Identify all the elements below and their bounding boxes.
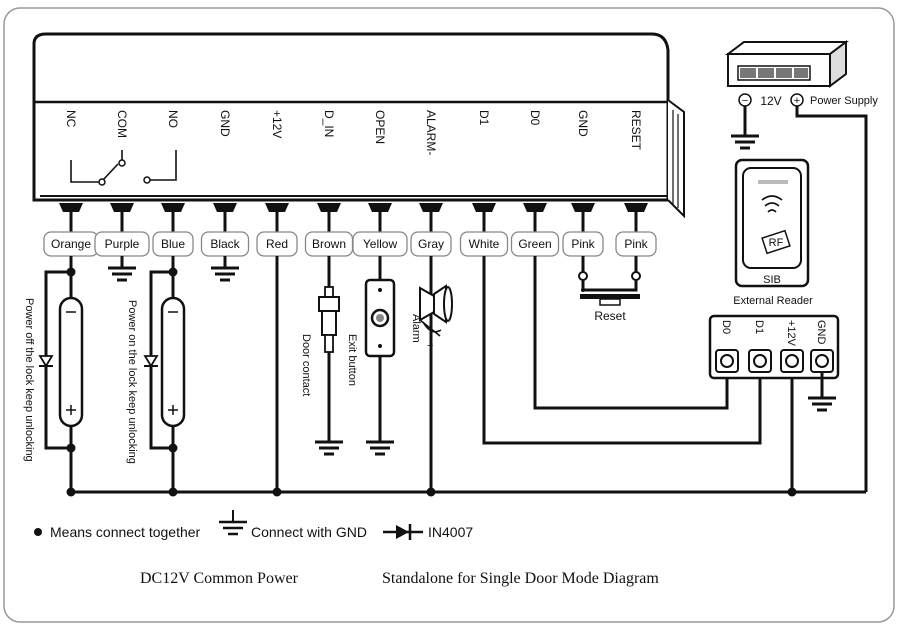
legend-gnd-text: Connect with GND [251,524,367,540]
terminal-label: D1 [477,110,491,126]
reader-name: SIB [763,274,781,286]
exit-button-symbol [364,278,396,358]
terminal-label: GND [218,110,232,137]
wire-color-label: Green [518,237,551,251]
lock-nc-note: Power off the lock keep unlocking [23,298,35,462]
ground-symbol [211,256,239,282]
legend-diode-text: IN4007 [428,524,473,540]
reset-label: Reset [594,309,626,323]
wire-color-label: Orange [51,237,91,251]
diagram-frame [3,7,895,623]
terminal-tab [213,203,237,212]
terminal-tab [523,203,547,212]
reader-connector: D0 D1 +12V GND [708,314,840,386]
ps-minus: − [742,95,748,107]
door-contact-label: Door contact [300,334,312,396]
wire-color-label: Gray [418,237,444,251]
lock-no [143,270,186,450]
legend-dot-text: Means connect together [50,524,201,540]
terminal-label: D_IN [322,110,336,137]
ps-plus: + [794,95,800,107]
ps-label: Power Supply [810,95,878,107]
ground-symbols [108,124,836,456]
reset-button-symbol [578,271,641,306]
terminal-label: NO [166,110,180,128]
terminal-tab [472,203,496,212]
alarm-symbol [419,256,453,492]
reader-pin-label: D0 [720,320,732,334]
ground-symbol [108,256,136,282]
reader-pin-label: GND [815,320,827,345]
wire-color-label: White [469,237,500,251]
terminal-label: ALARM- [424,110,438,155]
external-reader [734,158,810,288]
terminal-tab [368,203,392,212]
wire-color-label: Red [266,237,288,251]
reader-pin-screw [753,354,767,368]
reader-card: RF [769,237,784,249]
relay-contact-symbols [70,150,177,186]
terminal-label: OPEN [373,110,387,144]
terminal-tab [110,203,134,212]
wire-color-label: Yellow [363,237,398,251]
power-supply [725,40,849,124]
reader-pin-screw [720,354,734,368]
wire-color-label: Brown [312,237,346,251]
terminal-label: RESET [629,110,643,151]
lock-no-note: Power on the lock keep unlocking [126,300,138,464]
terminal-labels: NC COM NO GND +12V D_IN OPEN ALARM- D1 D0 GND RESET [64,110,643,155]
alarm-label: Alarm [410,314,422,343]
reader-pin-label: D1 [753,320,765,334]
wiring [69,100,868,494]
alarm-plus: + [427,340,433,352]
ground-symbol [315,430,343,456]
terminal-label: NC [64,110,78,128]
ground-symbol [366,430,394,456]
controller-body [32,32,685,219]
footer-right: Standalone for Single Door Mode Diagram [382,570,659,587]
terminal-label: GND [576,110,590,137]
reader-label: External Reader [733,295,813,307]
terminal-tab [59,203,83,212]
terminal-tab [161,203,185,212]
reader-pin-screw [785,354,799,368]
wire-color-label: Pink [624,237,648,251]
legend-dot-icon [34,528,42,536]
reader-pin-label: +12V [785,320,797,347]
reader-pin-screw [815,354,829,368]
terminal-tab [624,203,648,212]
legend [34,510,423,540]
terminal-tab [265,203,289,212]
wire-color-label: Black [210,237,240,251]
terminal-label: COM [115,110,129,138]
wire-color-label: Blue [161,237,185,251]
ps-voltage: 12V [760,94,781,108]
footer-left: DC12V Common Power [140,570,299,587]
door-contact-symbol [318,286,340,353]
wire-color-label: Purple [105,237,140,251]
terminal-tab [317,203,341,212]
exit-button-label: Exit button [346,334,358,386]
ground-symbol [808,386,836,412]
terminal-label: D0 [528,110,542,126]
lock-nc [38,270,84,450]
terminal-label: +12V [270,110,284,138]
terminal-blocks: Orange Purple Blue Black Red Brown Yellow Gray W… [43,203,657,257]
terminal-tab [571,203,595,212]
terminal-tab [419,203,443,212]
wire-color-label: Pink [571,237,595,251]
ground-symbol [731,124,759,150]
